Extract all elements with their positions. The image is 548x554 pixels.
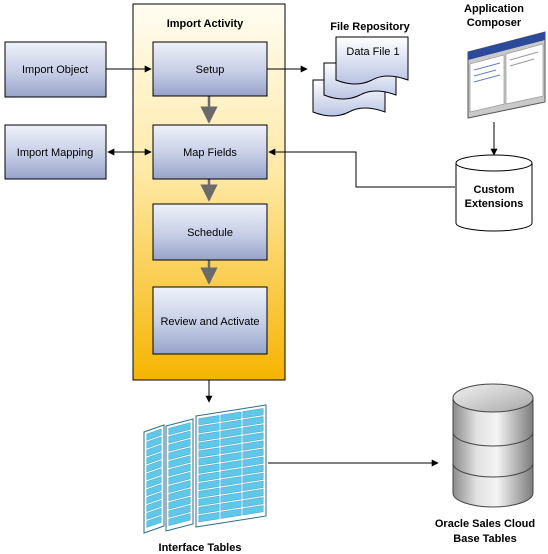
map-fields-label: Map Fields (183, 147, 237, 159)
setup-box: Setup (152, 41, 268, 97)
database-icon (455, 154, 533, 232)
data-file-label: Data File 1 (346, 46, 399, 58)
table-sheet (165, 418, 194, 532)
review-activate-label: Review and Activate (160, 316, 259, 328)
custom-extensions-line2: Extensions (465, 198, 524, 210)
import-object-label: Import Object (22, 64, 88, 76)
import-object-box: Import Object (4, 41, 107, 98)
app-composer-line1: Application (464, 3, 524, 15)
base-tables: Oracle Sales Cloud Base Tables (435, 383, 535, 545)
interface-tables-label: Interface Tables (159, 542, 242, 554)
file-stack-icon (312, 36, 409, 117)
table-sheet (143, 424, 165, 534)
custom-extensions-line1: Custom (474, 184, 515, 196)
database-stack-icon (452, 383, 534, 508)
map-fields-box: Map Fields (152, 124, 268, 180)
schedule-box: Schedule (152, 203, 268, 261)
application-composer: Application Composer (464, 3, 546, 119)
import-activity-title: Import Activity (167, 18, 244, 30)
import-mapping-label: Import Mapping (17, 147, 93, 159)
review-activate-box: Review and Activate (152, 286, 268, 355)
base-tables-line1: Oracle Sales Cloud (435, 518, 535, 530)
app-window-icon (467, 31, 546, 119)
interface-tables: Interface Tables (143, 404, 267, 554)
schedule-label: Schedule (187, 227, 233, 239)
app-composer-line2: Composer (467, 17, 522, 29)
file-repository-title: File Repository (330, 21, 410, 33)
setup-label: Setup (196, 64, 225, 76)
table-sheet (195, 404, 267, 528)
base-tables-line2: Base Tables (453, 533, 516, 545)
connectors (106, 65, 498, 467)
interface-tables-icon (143, 404, 267, 534)
import-mapping-box: Import Mapping (4, 124, 107, 180)
file-repository: File Repository Data File 1 (312, 21, 411, 117)
custom-extensions: Custom Extensions (455, 154, 533, 232)
